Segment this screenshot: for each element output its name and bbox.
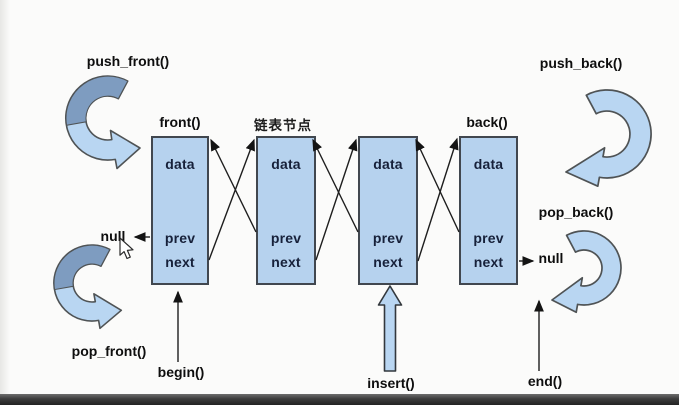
list-node-4: data prev next bbox=[459, 136, 518, 285]
begin-label: begin() bbox=[157, 364, 205, 380]
list-node-3: data prev next bbox=[358, 136, 418, 285]
list-node-2: data prev next bbox=[256, 136, 316, 285]
insert-label: insert() bbox=[367, 375, 415, 391]
prev-pointer-node4-to-node3 bbox=[415, 138, 460, 233]
node-note-label: 链表节点 bbox=[254, 118, 312, 133]
node3-prev-field: prev bbox=[372, 230, 404, 246]
pop-front-label: pop_front() bbox=[71, 343, 147, 359]
list-node-1: data prev next bbox=[151, 136, 209, 285]
node3-next-field: next bbox=[373, 254, 403, 270]
node2-next-field: next bbox=[271, 254, 301, 270]
push-front-ribbon-arrow-icon bbox=[65, 75, 141, 170]
node1-prev-field: prev bbox=[164, 230, 196, 246]
left-edge-shading bbox=[0, 0, 10, 405]
push-back-curved-arrow-icon bbox=[565, 89, 652, 188]
null-left-label: null bbox=[100, 228, 126, 244]
next-pointer-node3-to-node4 bbox=[417, 137, 459, 262]
node2-data-field: data bbox=[271, 156, 301, 172]
next-pointer-node1-to-node2 bbox=[208, 138, 255, 261]
next-pointer-node2-to-node3 bbox=[315, 138, 358, 261]
node1-next-field: next bbox=[165, 254, 195, 270]
prev-pointer-node2-to-node1 bbox=[210, 138, 257, 233]
node2-prev-field: prev bbox=[270, 230, 302, 246]
insert-up-arrow-icon bbox=[377, 285, 403, 372]
node3-data-field: data bbox=[373, 156, 403, 172]
node4-data-field: data bbox=[473, 156, 504, 172]
node1-data-field: data bbox=[165, 156, 195, 172]
back-label: back() bbox=[466, 114, 508, 130]
node4-next-field: next bbox=[473, 254, 504, 270]
front-label: front() bbox=[159, 114, 201, 130]
pop-front-ribbon-arrow-icon bbox=[53, 244, 123, 330]
prev-pointer-node3-to-node2 bbox=[312, 138, 359, 233]
end-label: end() bbox=[527, 373, 563, 389]
video-player-bottom-bar bbox=[0, 394, 679, 405]
push-front-label: push_front() bbox=[86, 53, 170, 69]
push-back-label: push_back() bbox=[539, 55, 623, 71]
node4-prev-field: prev bbox=[473, 230, 504, 246]
pop-back-curved-arrow-icon bbox=[551, 230, 622, 314]
pop-back-label: pop_back() bbox=[538, 204, 614, 220]
null-right-label: null bbox=[538, 250, 564, 266]
